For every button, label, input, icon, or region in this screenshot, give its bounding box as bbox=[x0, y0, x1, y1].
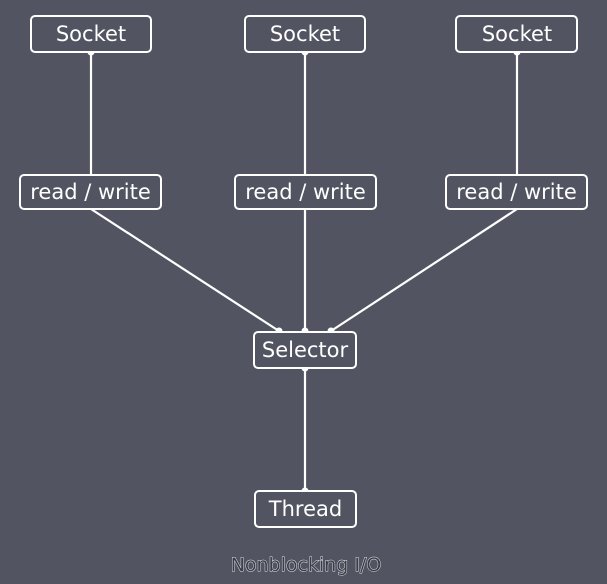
diagram-caption: Nonblocking I/O bbox=[231, 554, 382, 576]
socket-node-3: Socket bbox=[455, 15, 578, 53]
read-write-node-2: read / write bbox=[234, 174, 377, 210]
selector-label: Selector bbox=[262, 338, 349, 362]
edge-rw1-selector bbox=[90, 208, 280, 332]
selector-node: Selector bbox=[253, 331, 357, 369]
socket-label: Socket bbox=[56, 22, 126, 46]
thread-node: Thread bbox=[254, 490, 357, 528]
read-write-label: read / write bbox=[456, 180, 577, 204]
socket-node-2: Socket bbox=[244, 15, 366, 53]
socket-label: Socket bbox=[482, 22, 552, 46]
thread-label: Thread bbox=[268, 497, 342, 521]
read-write-node-1: read / write bbox=[19, 174, 162, 210]
edges bbox=[89, 52, 519, 491]
socket-node-1: Socket bbox=[30, 15, 152, 53]
read-write-label: read / write bbox=[30, 180, 151, 204]
read-write-label: read / write bbox=[245, 180, 366, 204]
read-write-node-3: read / write bbox=[445, 174, 588, 210]
socket-label: Socket bbox=[270, 22, 340, 46]
edge-rw3-selector bbox=[330, 208, 518, 332]
